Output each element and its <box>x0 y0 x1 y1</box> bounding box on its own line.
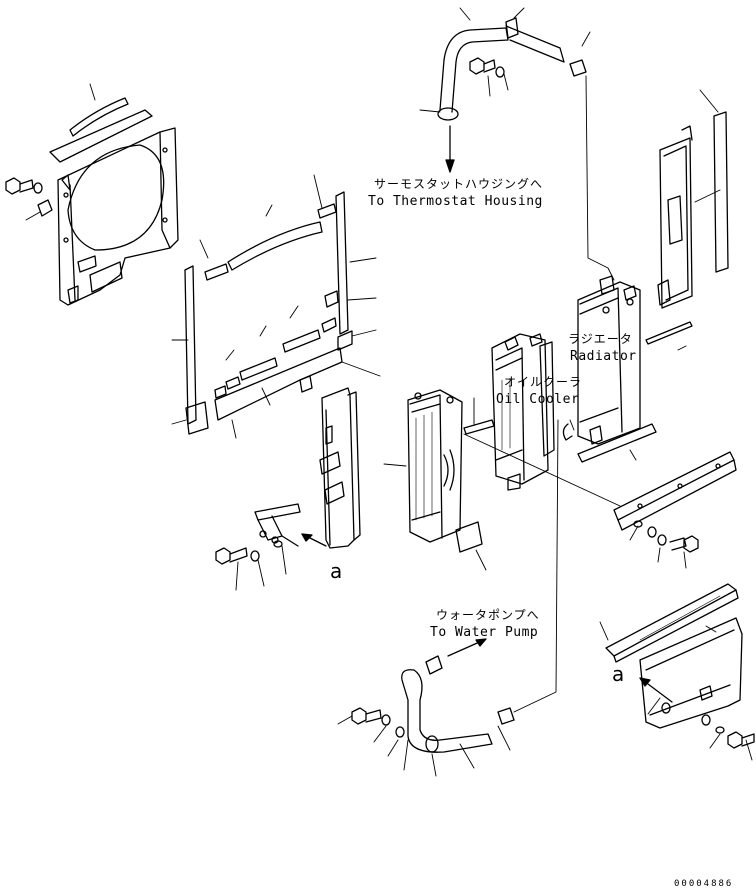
clamp-lower-a <box>426 656 442 674</box>
side-bracket-right <box>658 126 692 308</box>
label-radiator-jp: ラジエータ <box>568 332 633 346</box>
label-thermostat-en: To Thermostat Housing <box>368 194 543 209</box>
seal-right-vertical <box>714 112 728 272</box>
document-number: 00004886 <box>674 879 734 889</box>
ref-a-left: a <box>330 559 343 583</box>
seal-radiator-side <box>646 322 692 344</box>
aftercooler <box>408 390 462 542</box>
side-bracket-left <box>255 388 360 548</box>
clamp-lower-b <box>498 708 514 724</box>
label-water-pump-en: To Water Pump <box>430 625 539 640</box>
oil-cooler <box>492 334 554 490</box>
seal-oil-cooler <box>464 420 494 434</box>
bolt-lower-right <box>634 521 698 552</box>
seal-aftercooler <box>456 522 482 552</box>
seal-radiator-bottom <box>578 424 656 462</box>
lower-hose <box>402 670 492 752</box>
label-thermostat-jp: サーモスタットハウジングへ <box>374 177 544 191</box>
arrow-a-left-head <box>302 534 312 541</box>
label-oil-cooler-jp: オイルクーラ <box>504 375 583 389</box>
lower-bracket-right <box>614 452 736 530</box>
bolt-guard <box>702 715 754 748</box>
fan-shroud <box>50 98 178 305</box>
label-water-pump-jp: ウォータポンプへ <box>436 608 540 622</box>
hose-oil-cooler <box>563 424 572 440</box>
ref-a-right: a <box>612 662 625 686</box>
bolt-lower-hose <box>352 708 404 737</box>
radiator <box>578 276 640 444</box>
clamp-upper <box>570 60 586 76</box>
bolt-bracket-left <box>216 541 282 564</box>
label-radiator-en: Radiator <box>570 349 637 364</box>
bolt-shroud <box>6 178 52 216</box>
label-oil-cooler-en: Oil Cooler <box>496 392 580 407</box>
seal-set-upper <box>185 192 352 434</box>
guard-panel-lower <box>640 618 742 728</box>
leader-lines <box>26 8 752 776</box>
guard-panel-upper <box>606 584 738 662</box>
upper-hose <box>438 18 564 120</box>
bolt-upper <box>470 58 504 77</box>
